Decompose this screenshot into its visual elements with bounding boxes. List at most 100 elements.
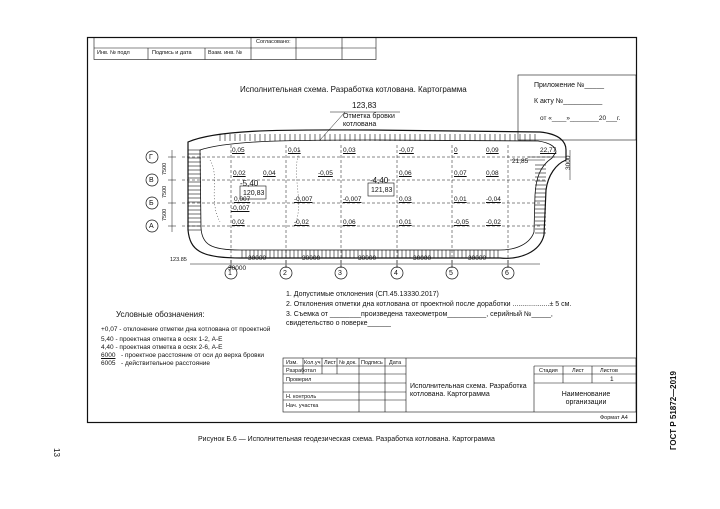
row-label-g: Г [149,154,153,161]
a-val-5: -0,05 [454,219,469,226]
col-dim-1: 30000 [248,255,267,262]
brow-note-1: Отметка бровки [343,113,395,120]
right-dim: 21,85 [512,158,529,165]
tb-role-1: Разработал [286,368,316,374]
v-val-1: 0,02 [233,170,246,177]
point1-dev: -5,40 [240,179,259,188]
col-dim-2: 30000 [302,255,321,262]
g-val-4: -0,07 [399,147,414,154]
row-dim-1: 7500 [162,162,168,175]
dim-lines [168,111,571,268]
note-4: свидетельство о поверке______ [286,320,391,327]
col-dim-5: 30000 [468,255,487,262]
row-label-a: А [149,223,154,230]
tb-role-2: Проверил [286,377,312,383]
a-val-3: 0,06 [343,219,356,226]
col-dim-3: 30000 [358,255,377,262]
pit-outline [187,129,567,259]
row-dim-2: 7500 [162,185,168,198]
from-date-label: от «____»________20___г. [540,115,621,122]
brow-note-2: котлована [343,121,377,128]
top-stamp [93,37,377,60]
g-val-6: 0,09 [486,147,499,154]
col-label-5: 5 [449,270,453,277]
right-elev: 22,77 [540,147,557,154]
legend-item-5: - действительное расстояние [121,360,211,367]
legend-item-4: - проектное расстояние от оси до верха б… [121,352,265,359]
tb-h-izm: Изм. [286,360,298,366]
b-val-5: 0,01 [454,196,467,203]
tb-role-5: Нач. участка [286,403,319,409]
legend-item-1: +0,07 - отклонение отметки дна котлована… [101,326,271,333]
legend-item-3: 4,40 - проектная отметка в осях 2-6, А-Е [101,344,223,351]
point1-box [239,185,267,200]
note-3: 3. Съемка от ________произведена тахеоме… [286,311,553,318]
v-val-3: -0,05 [318,170,333,177]
a-val-4: 0,01 [399,219,412,226]
point1-elev: 120,83 [243,190,265,197]
tb-h-kol: Кол.уч [304,360,321,366]
col-label-2: 2 [283,270,287,277]
b-val-extra: 0,007 [234,196,251,203]
col-label-3: 3 [338,270,342,277]
legend-item-2: 5,40 - проектная отметка в осях 1-2, А-Е [101,336,223,343]
appendix-label: Приложение №_____ [534,82,604,89]
sign-date-label: Подпись и дата [152,50,192,56]
row-label-b: Б [149,200,154,207]
v-val-6: 0,08 [486,170,499,177]
col-label-4: 4 [394,270,398,277]
a-val-1: 0,02 [232,219,245,226]
tb-stage: Стадия [539,368,558,374]
left-elev: 123.85 [170,257,187,263]
b-val-3: -0,007 [343,196,362,203]
agreed-label: Согласовано: [256,39,291,45]
a-val-2: -0,02 [294,219,309,226]
row-dim-3: 7500 [162,208,168,221]
tb-sheet: Лист [572,368,584,374]
point2-box [367,182,395,197]
a-val-6: -0,02 [486,219,501,226]
b-val-2: -0,007 [294,196,313,203]
tb-h-doc: № док. [339,360,357,366]
act-label: К акту №__________ [534,98,603,105]
g-val-1: 0,05 [232,147,245,154]
inv-no-label: Инв. № подл [97,50,130,56]
b-val-6: -0,04 [486,196,501,203]
page-number: 13 [52,448,61,457]
tb-sheets-value: 1 [610,376,614,383]
col-label-6: 6 [505,270,509,277]
grid-axes [182,145,556,274]
b-val-4: 0,03 [399,196,412,203]
tb-h-list: Лист [324,360,336,366]
tb-role-4: Н. контроль [286,394,317,400]
v-val-4: 0,06 [399,170,412,177]
tb-h-sign: Подпись [361,360,383,366]
inv-repl-label: Взам. инв. № [208,50,243,56]
note-2: 2. Отклонения отметки дна котлована от п… [286,301,572,308]
legend-num-bot: 6005 [101,360,116,367]
point2-dev: -4,40 [370,176,389,185]
tb-sheets: Листов [600,368,618,374]
row-label-v: В [149,177,154,184]
note-1: 1. Допустимые отклонения (СП.45.13330.20… [286,291,439,298]
b-val-1: -0,007 [231,205,250,212]
v-val-5: 0,07 [454,170,467,177]
right-height: 3000 [565,155,572,170]
col-dim-4: 30000 [413,255,432,262]
figure-caption: Рисунок Б.6 — Исполнительная геодезическ… [198,436,495,443]
g-val-5: 0 [454,147,458,154]
tb-h-date: Дата [389,360,402,366]
col-label-1: 1 [228,270,232,277]
title-block-lines [282,357,637,413]
tb-doc-title: Исполнительная схема. Разработка котлова… [410,383,527,399]
g-val-3: 0,03 [343,147,356,154]
g-val-2: 0,01 [288,147,301,154]
drawing-title: Исполнительная схема. Разработка котлова… [240,85,467,94]
v-val-2: 0,04 [263,170,276,177]
appendix-box [517,74,637,141]
mid-dim: 30000 [228,265,247,272]
standard-label: ГОСТ Р 51872—2019 [669,371,678,450]
top-elev: 123,83 [352,101,377,110]
legend-title: Условные обозначения: [116,310,205,319]
